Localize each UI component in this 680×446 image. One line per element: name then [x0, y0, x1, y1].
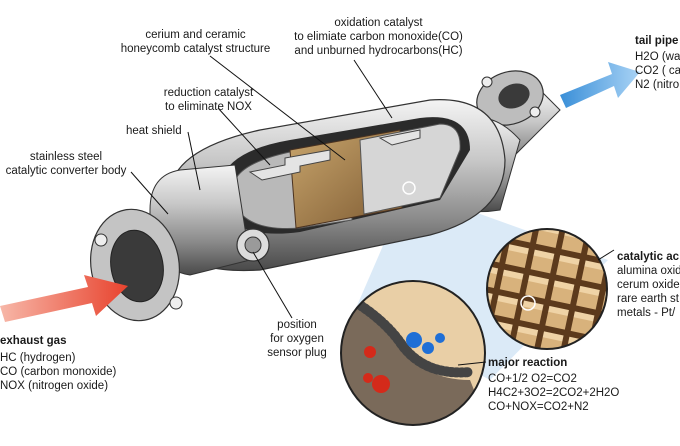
catalytic-active-item: cerum oxide	[617, 279, 680, 291]
tail-pipe-item: CO2 ( ca	[635, 65, 680, 77]
label-cerium-line2: honeycomb catalyst structure	[120, 43, 271, 55]
label-oxidation-line3: and unburned hydrocarbons(HC)	[294, 45, 463, 57]
label-reduction-catalyst: reduction catalyst to eliminate NOX	[156, 86, 261, 114]
label-body-line2: catalytic converter body	[5, 165, 127, 177]
tail-pipe-block: tail pipe H2O (wa CO2 ( ca N2 (nitro	[635, 34, 680, 92]
exhaust-arrow	[0, 275, 128, 322]
label-oxidation-line1: oxidation catalyst	[334, 17, 423, 29]
catalytic-active-item: rare earth st	[617, 293, 679, 305]
label-position-line2: for oxygen	[270, 333, 324, 345]
label-reduction-line1: reduction catalyst	[163, 87, 254, 99]
catalytic-active-block: catalytic ac alumina oxid cerum oxide ra…	[617, 250, 680, 320]
tail-pipe-item: H2O (wa	[635, 51, 680, 63]
tail-pipe-title: tail pipe	[635, 35, 679, 47]
label-converter-body: stainless steel catalytic converter body	[0, 150, 132, 178]
exhaust-gas-title: exhaust gas	[0, 335, 67, 347]
blue-molecule	[406, 332, 422, 348]
major-reaction-item: CO+1/2 O2=CO2	[488, 373, 577, 385]
label-reduction-line2: to eliminate NOX	[165, 101, 252, 113]
tail-arrow	[560, 62, 640, 108]
honeycomb-zoom	[486, 228, 608, 350]
leader-lines	[130, 55, 615, 366]
label-oxygen-sensor: position for oxygen sensor plug	[258, 318, 336, 360]
molecule-zoom	[340, 280, 486, 426]
exhaust-gas-block: exhaust gas HC (hydrogen) CO (carbon mon…	[0, 334, 116, 393]
catalytic-active-title: catalytic ac	[617, 251, 680, 263]
exhaust-gas-item: NOX (nitrogen oxide)	[0, 380, 109, 392]
converter-body	[89, 70, 561, 322]
label-oxidation-line2: to elimiate carbon monoxide(CO)	[294, 31, 463, 43]
label-oxidation-catalyst: oxidation catalyst to elimiate carbon mo…	[286, 16, 471, 58]
exhaust-gas-item: CO (carbon monoxide)	[0, 366, 117, 378]
major-reaction-item: H4C2+3O2=2CO2+2H2O	[488, 387, 620, 399]
tail-pipe-item: N2 (nitro	[635, 79, 680, 91]
catalytic-active-item: metals - Pt/	[617, 307, 676, 319]
catalytic-active-item: alumina oxid	[617, 265, 680, 277]
major-reaction-block: major reaction CO+1/2 O2=CO2 H4C2+3O2=2C…	[488, 356, 619, 414]
red-molecule	[364, 346, 376, 358]
major-reaction-item: CO+NOX=CO2+N2	[488, 401, 589, 413]
major-reaction-title: major reaction	[488, 357, 568, 369]
label-position-line3: sensor plug	[267, 347, 327, 359]
label-position-line1: position	[277, 319, 317, 331]
label-cerium-structure: cerium and ceramic honeycomb catalyst st…	[113, 28, 278, 56]
label-body-line1: stainless steel	[29, 151, 103, 163]
label-cerium-line1: cerium and ceramic	[145, 29, 246, 41]
exhaust-gas-item: HC (hydrogen)	[0, 352, 76, 364]
label-heat-shield: heat shield	[126, 125, 182, 137]
